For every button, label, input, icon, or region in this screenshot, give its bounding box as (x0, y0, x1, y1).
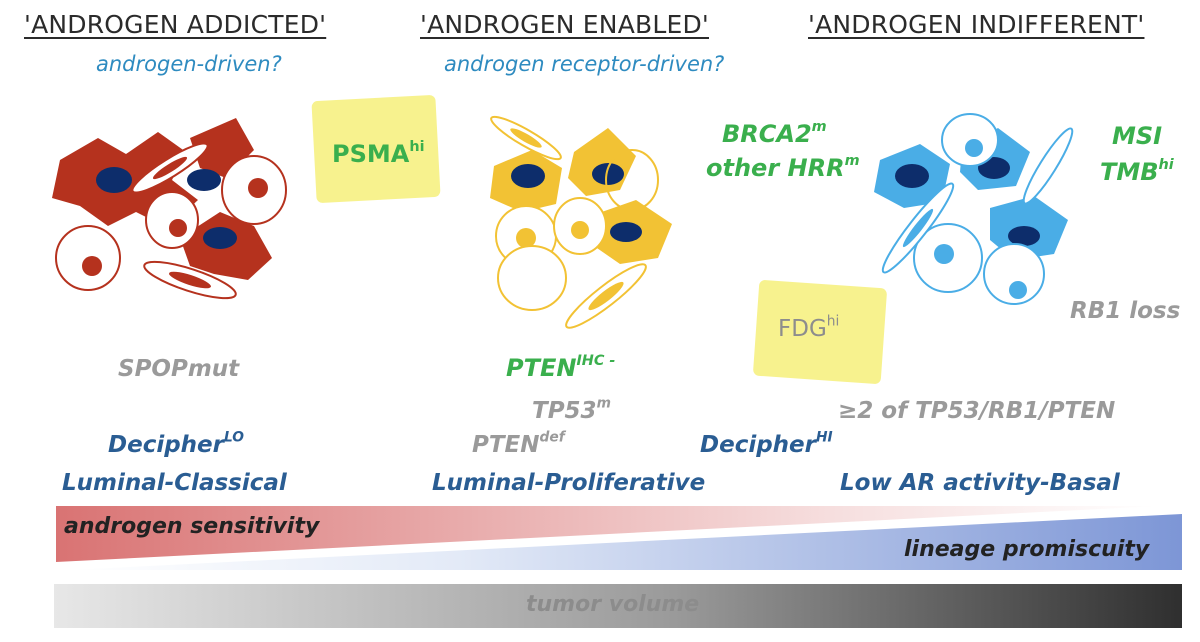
subtitle-androgen-driven: androgen-driven? (96, 52, 282, 76)
nucleus (187, 169, 221, 191)
enabled-cell-cluster (568, 128, 636, 196)
nucleus (203, 227, 237, 249)
lineage-promiscuity-label: lineage promiscuity (904, 537, 1150, 562)
luminal-classical-label: Luminal-Classical (62, 470, 287, 496)
tp53-label: TP53m (532, 395, 611, 424)
ge2-tp53-rb1-pten-label: ≥2 of TP53/RB1/PTEN (838, 398, 1116, 424)
luminal-proliferative-label: Luminal-Proliferative (432, 470, 706, 496)
subtitle-ar-driven: androgen receptor-driven? (444, 52, 725, 76)
nucleus (96, 167, 132, 193)
nucleus (516, 228, 536, 248)
round-cell (145, 191, 199, 249)
psma-label: PSMAhi (332, 139, 425, 168)
header-androgen-enabled: 'ANDROGEN ENABLED' (420, 10, 709, 39)
nucleus (248, 178, 268, 198)
decipher-hi-label: DecipherHI (700, 429, 833, 458)
nucleus (588, 281, 624, 311)
round-cell (605, 149, 659, 211)
msi-label: MSI (1112, 122, 1163, 150)
rb1-loss-label: RB1 loss (1070, 298, 1181, 324)
androgen-sensitivity-wedge (56, 506, 1160, 562)
tumor-volume-label: tumor volume (526, 592, 700, 617)
nucleus (610, 222, 642, 242)
tumor-volume-bar (54, 584, 1182, 628)
gradient-wedges (56, 506, 1182, 570)
nucleus (511, 164, 545, 188)
lineage-promiscuity-wedge (70, 514, 1182, 570)
androgen-sensitivity-label: androgen sensitivity (64, 514, 320, 539)
tmb-label: TMBhi (1100, 157, 1174, 186)
nucleus (510, 128, 542, 148)
nucleus (895, 164, 929, 188)
nucleus (152, 156, 188, 180)
decipher-lo-label: DecipherLO (108, 429, 245, 458)
nucleus (1008, 226, 1040, 246)
header-androgen-indifferent: 'ANDROGEN INDIFFERENT' (808, 10, 1145, 39)
nucleus (965, 139, 983, 157)
nucleus (82, 256, 102, 276)
fdg-label: FDGhi (778, 313, 840, 342)
androgen-indifferent-cells-illustration (874, 113, 1074, 305)
nucleus (902, 208, 934, 248)
spindle-cell (1022, 127, 1074, 205)
low-ar-basal-label: Low AR activity-Basal (840, 470, 1120, 496)
round-cell (983, 243, 1045, 305)
nucleus (571, 221, 589, 239)
round-cell (497, 245, 567, 311)
header-androgen-addicted: 'ANDROGEN ADDICTED' (24, 10, 327, 39)
spopmut-label: SPOPmut (118, 356, 240, 382)
nucleus (169, 219, 187, 237)
nucleus (934, 244, 954, 264)
other-hrr-label: other HRRm (706, 153, 860, 182)
androgen-addicted-cells-illustration (52, 118, 287, 300)
androgen-enabled-cells-illustration (490, 115, 672, 329)
nucleus (1009, 281, 1027, 299)
nucleus (592, 163, 624, 185)
pten-ihc-label: PTENIHC - (506, 353, 616, 382)
nucleus (169, 271, 211, 289)
pten-def-label: PTENdef (472, 429, 565, 458)
brca2-label: BRCA2m (722, 119, 827, 148)
